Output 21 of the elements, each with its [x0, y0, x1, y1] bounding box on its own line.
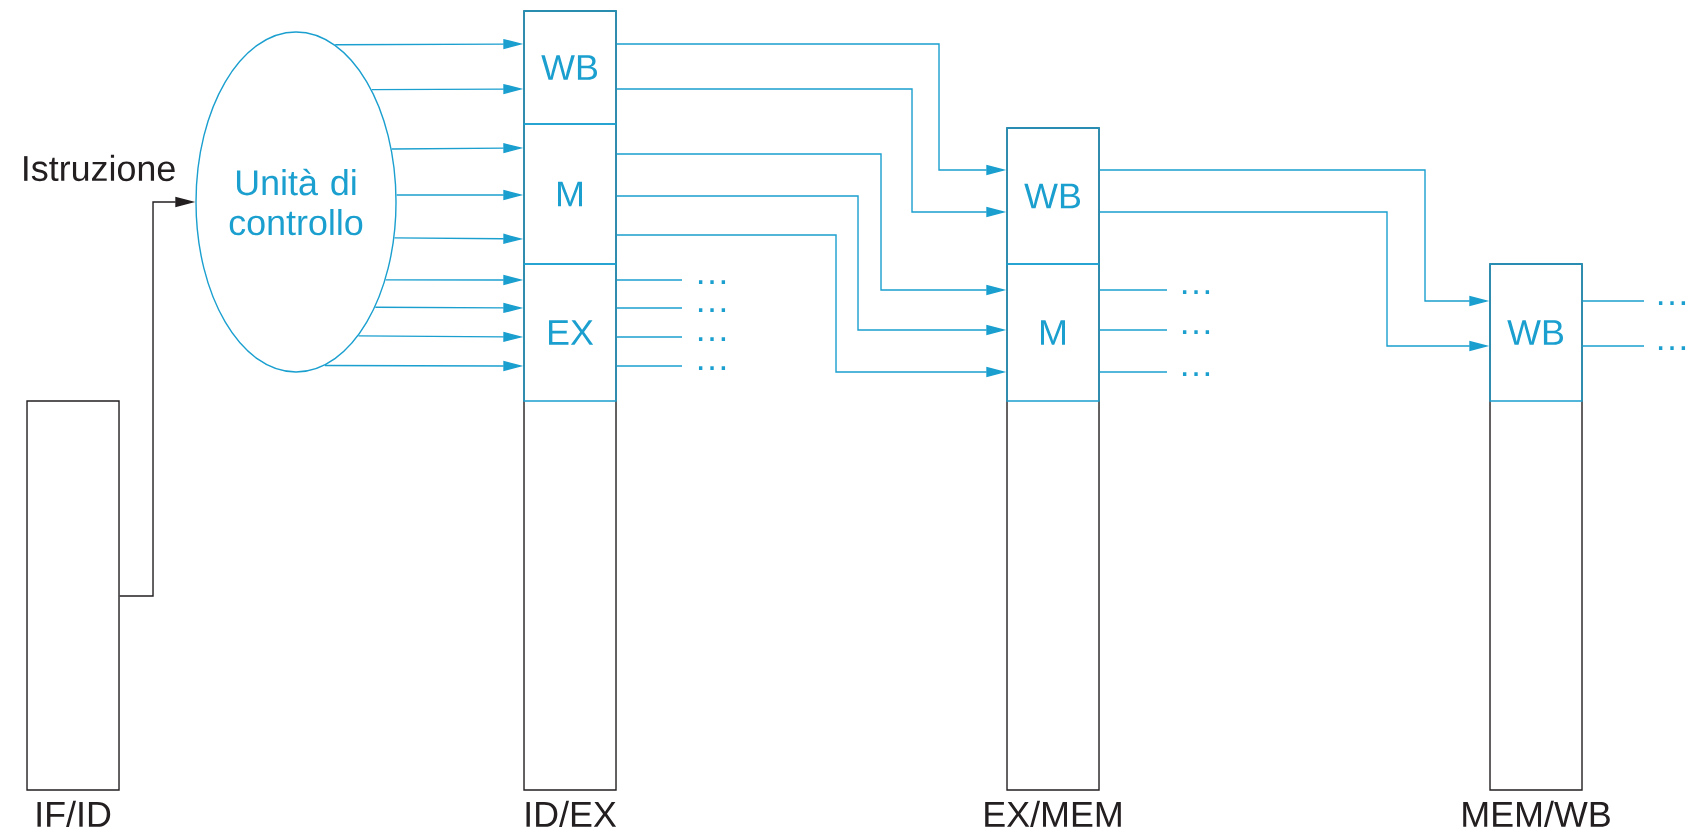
node-label: IF/ID	[37, 800, 111, 828]
continuation-dots: …	[698, 366, 726, 370]
continuation-dots: …	[1182, 372, 1210, 376]
continuation-dots: …	[1182, 290, 1210, 294]
continuation-dots: …	[698, 308, 726, 312]
continuation-dots: …	[1658, 301, 1686, 305]
continuation-dots: …	[698, 337, 726, 341]
node-label: ID/EX	[526, 800, 617, 828]
edge-label: Istruzione	[24, 154, 175, 182]
node-label: MEM/WB	[1463, 800, 1610, 828]
register-field: M	[1006, 263, 1100, 402]
register-field: WB	[1006, 127, 1100, 265]
register-field: M	[523, 123, 617, 265]
register-field: WB	[523, 10, 617, 125]
register-field: WB	[1489, 263, 1583, 402]
continuation-dots: …	[698, 280, 726, 284]
continuation-dots: …	[1658, 346, 1686, 350]
pipeline-register: IF/ID	[26, 400, 120, 828]
register-field: EX	[523, 263, 617, 402]
continuation-dots: …	[1182, 330, 1210, 334]
node-label: EX/MEM	[985, 800, 1121, 828]
